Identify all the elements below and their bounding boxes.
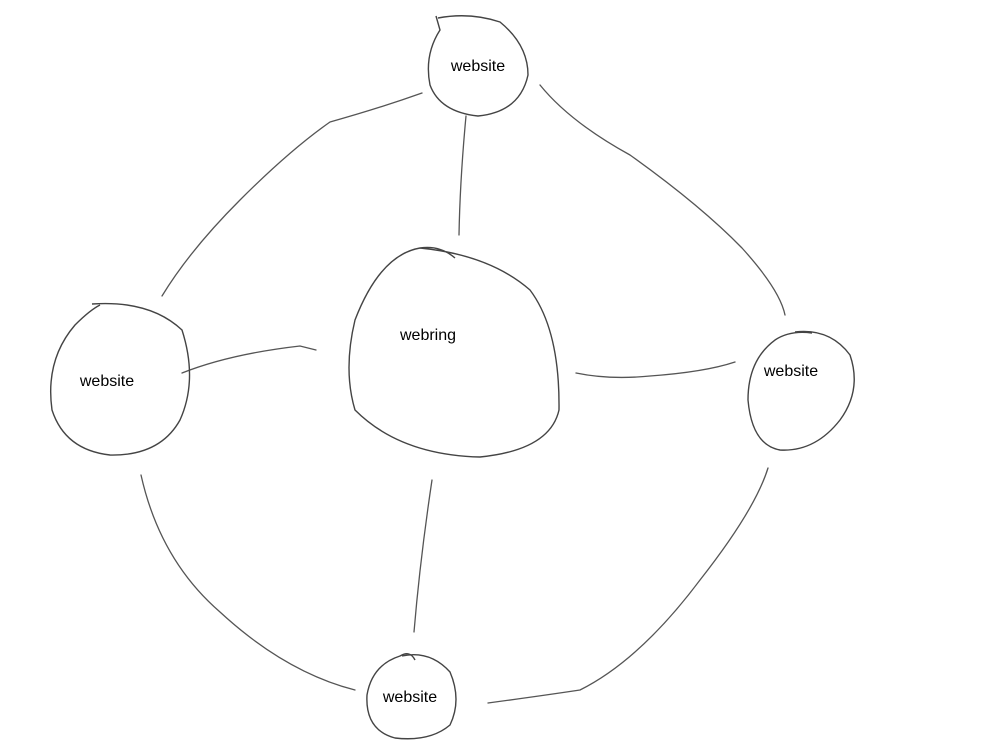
node-right-label: website xyxy=(763,363,819,380)
edge-top-center xyxy=(458,115,467,236)
node-left-label: website xyxy=(79,373,135,390)
node-bottom-label: website xyxy=(382,689,438,706)
node-center-label: webring xyxy=(399,327,457,344)
node-center-outline xyxy=(348,246,560,458)
edge-center-right xyxy=(575,361,736,379)
node-bottom-outline xyxy=(366,653,457,740)
node-top-outline xyxy=(427,15,529,117)
edge-bottom-right xyxy=(487,467,769,704)
edge-left-center xyxy=(181,345,317,374)
edge-top-right xyxy=(539,84,786,316)
node-left-outline xyxy=(49,302,191,456)
edge-left-bottom xyxy=(140,474,356,691)
edge-center-bottom xyxy=(413,479,433,633)
node-top-label: website xyxy=(450,58,506,75)
node-right-outline xyxy=(747,330,855,451)
edge-top-left xyxy=(161,92,423,297)
